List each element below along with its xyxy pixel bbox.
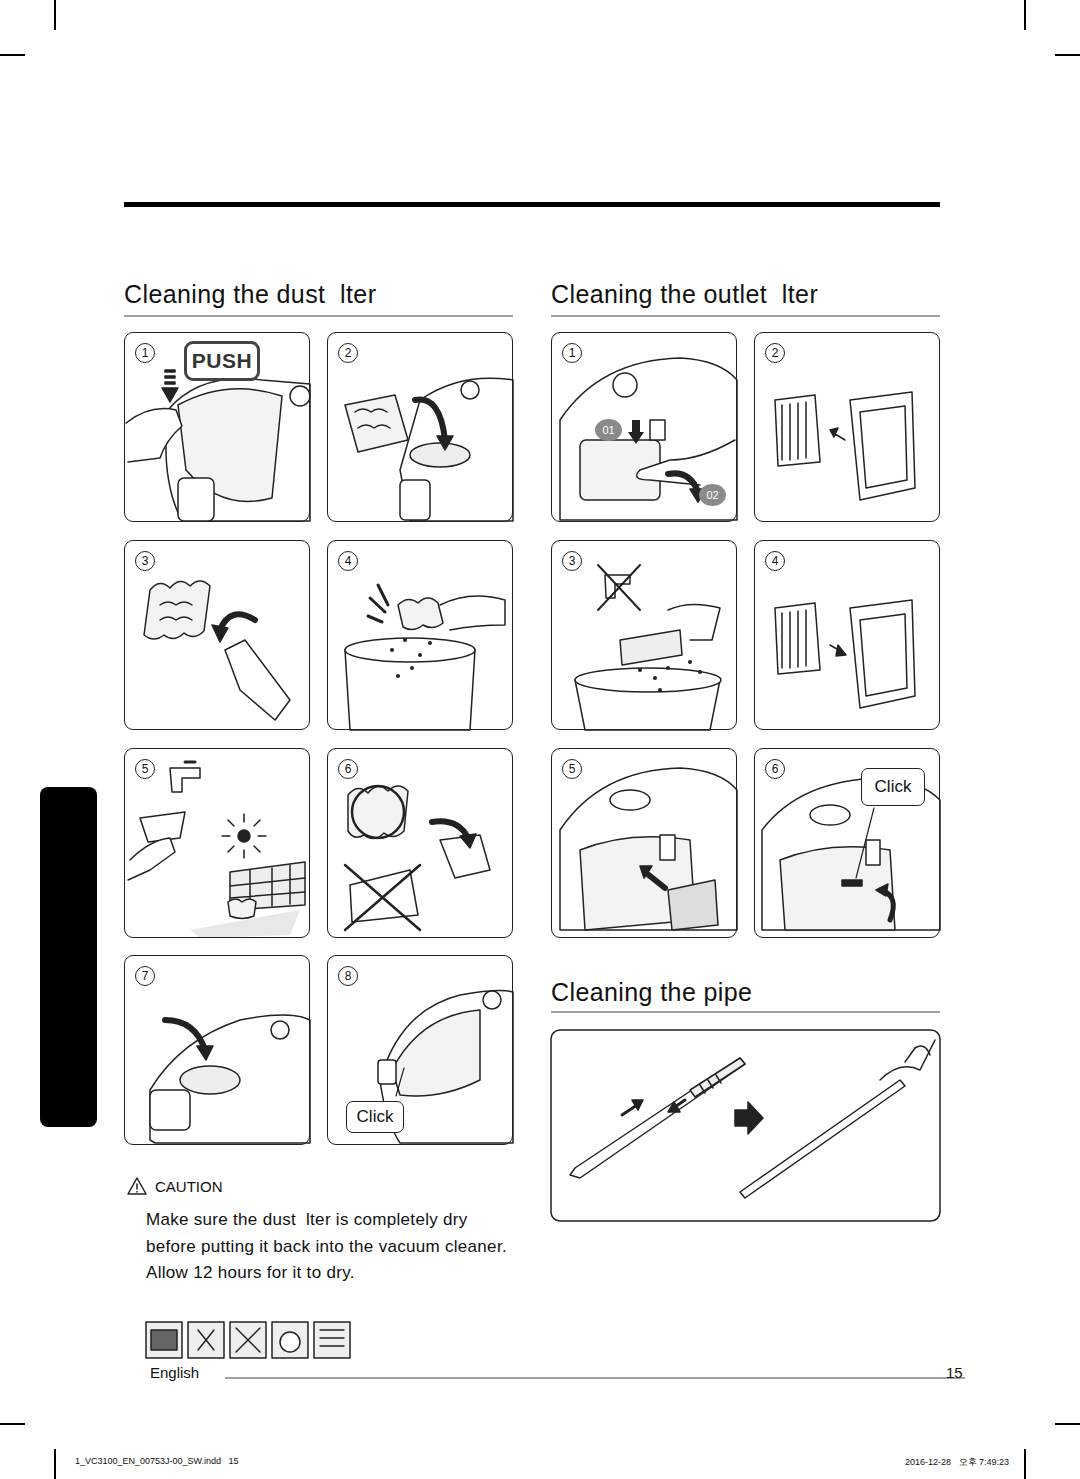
step-number: 2 [765,343,785,363]
print-slug: 1_VC3100_EN_00753J-00_SW.indd 15 [75,1456,239,1466]
step-panel: 2 [754,332,940,522]
step-number: 3 [562,551,582,571]
step-number: 3 [135,551,155,571]
step-number: 1 [562,343,582,363]
step-number: 2 [338,343,358,363]
step-number: 4 [338,551,358,571]
step-number: 5 [562,759,582,779]
step-panel: 2 [327,332,513,522]
step-number: 4 [765,551,785,571]
step-panel: 3 [551,540,737,730]
click-callout: Click [861,768,925,806]
push-button-label: PUSH [184,341,260,381]
callout-text: 01 [602,424,614,436]
callout-text: 02 [706,489,718,501]
callout-text: PUSH [192,349,252,373]
step-panel: 4 [754,540,940,730]
step-panel: 6Click [754,748,940,938]
step-number: 5 [135,759,155,779]
language-label: English [150,1364,199,1381]
section-title: Cleaning the dust lter [124,280,376,309]
step-number: 6 [765,759,785,779]
section-title: Cleaning the outlet lter [551,280,818,309]
print-date: 2016-12-28 오후 7:49:23 [905,1456,1009,1469]
step-panel: 1 PUSH [124,332,310,522]
step-panel: 8Click [327,955,513,1145]
sub-step-badge: 02 [699,484,726,506]
step-panel: 7 [124,955,310,1145]
step-panel: 1 01 02 [551,332,737,522]
step-number: 6 [338,759,358,779]
step-number: 8 [338,966,358,986]
click-callout: Click [346,1101,404,1133]
step-panel: 4 [327,540,513,730]
callout-text: Click [875,777,912,797]
callout-text: Click [357,1107,394,1127]
step-number: 1 [135,343,155,363]
step-panel: 3 [124,540,310,730]
step-panel: 5 [124,748,310,938]
caution-note: Make sure the dust lter is completely dr… [146,1207,514,1287]
step-panel: 6 [327,748,513,938]
sub-step-badge: 01 [595,419,622,441]
page-number: 15 [946,1364,963,1381]
step-panel: 5 [551,748,737,938]
caution-heading: CAUTION [155,1178,223,1195]
section-title: Cleaning the pipe [551,978,752,1007]
step-number: 7 [135,966,155,986]
